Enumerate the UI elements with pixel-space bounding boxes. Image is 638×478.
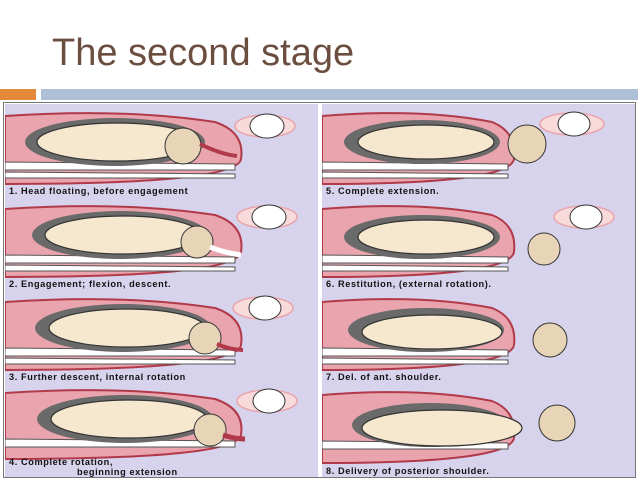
panel-caption: 1. Head floating, before engagement bbox=[9, 186, 189, 196]
stage-1-illustration bbox=[5, 112, 296, 186]
stage-7-illustration bbox=[322, 298, 568, 372]
panel-caption: 2. Engagement; flexion, descent. bbox=[9, 279, 172, 289]
stage-6-illustration bbox=[322, 204, 615, 279]
panel-caption-line-1: 4. Complete rotation, bbox=[9, 457, 113, 467]
stage-2-illustration bbox=[5, 204, 298, 279]
panel-stage-5: 5. Complete extension. bbox=[322, 104, 635, 198]
stage-3-illustration bbox=[5, 295, 294, 372]
stage-4-illustration bbox=[5, 388, 298, 461]
panel-caption: 8. Delivery of posterior shoulder. bbox=[326, 466, 490, 476]
panel-stage-2: 2. Engagement; flexion, descent. bbox=[5, 197, 318, 291]
panel-caption-line-2: beginning extension bbox=[77, 467, 178, 477]
panel-stage-6: 6. Restitution, (external rotation). bbox=[322, 197, 635, 291]
panel-stage-4: 4. Complete rotation, beginning extensio… bbox=[5, 383, 318, 477]
stage-8-illustration bbox=[322, 391, 576, 465]
panel-caption: 7. Del. of ant. shoulder. bbox=[326, 372, 442, 382]
panel-stage-3: 3. Further descent, internal rotation bbox=[5, 290, 318, 384]
stage-5-illustration bbox=[322, 111, 605, 186]
panel-caption: 5. Complete extension. bbox=[326, 186, 440, 196]
accent-bar-orange bbox=[0, 89, 36, 100]
accent-bar-blue bbox=[41, 89, 638, 100]
panel-caption: 6. Restitution, (external rotation). bbox=[326, 279, 492, 289]
panel-caption: 4. Complete rotation, beginning extensio… bbox=[9, 457, 178, 477]
panel-stage-8: 8. Delivery of posterior shoulder. bbox=[322, 383, 635, 477]
labor-stages-figure: 1. Head floating, before engagement 2. E… bbox=[3, 102, 636, 478]
panel-caption: 3. Further descent, internal rotation bbox=[9, 372, 186, 382]
slide-title: The second stage bbox=[52, 32, 355, 74]
panel-stage-7: 7. Del. of ant. shoulder. bbox=[322, 290, 635, 384]
panel-stage-1: 1. Head floating, before engagement bbox=[5, 104, 318, 198]
